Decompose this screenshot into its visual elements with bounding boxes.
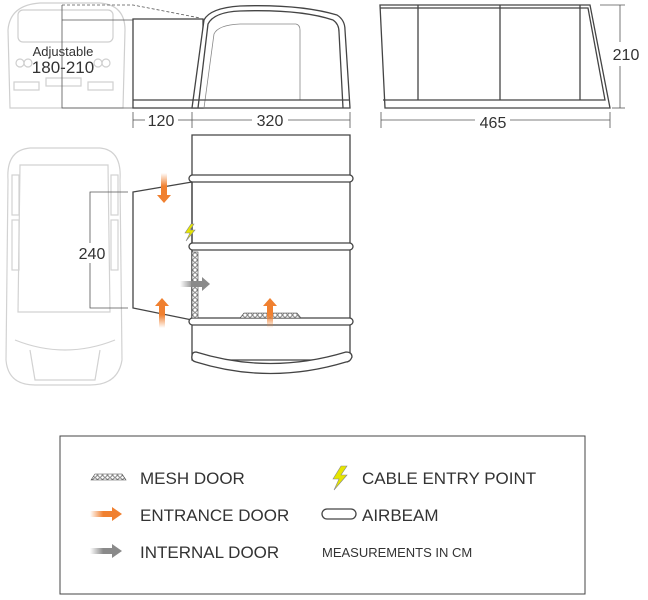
depth-dimension	[132, 112, 351, 128]
units-note: MEASUREMENTS IN CM	[322, 545, 472, 560]
legend-airbeam: AIRBEAM	[362, 506, 439, 525]
total-length-label: 465	[480, 115, 507, 132]
cable-entry-icon	[184, 223, 196, 242]
airbeam-icon	[321, 508, 357, 520]
internal-door-arrow	[180, 277, 210, 291]
airbeams	[188, 174, 354, 375]
legend-cable-entry: CABLE ENTRY POINT	[362, 469, 536, 488]
entrance-door-icon	[90, 507, 122, 521]
entrance-door-arrow	[157, 173, 171, 203]
legend-entrance-door: ENTRANCE DOOR	[140, 506, 289, 525]
van-top-view	[5, 147, 123, 386]
airbeam	[191, 351, 353, 375]
awning-depth-label: 120	[148, 113, 175, 130]
mesh-door-icon	[90, 473, 127, 481]
awning-width-label: 240	[79, 246, 106, 263]
tent-front-view	[191, 5, 351, 109]
height-dimension-lines	[61, 4, 201, 109]
tent-side-view	[379, 4, 611, 109]
tent-height-label: 210	[613, 47, 640, 64]
tent-depth-label: 320	[257, 113, 284, 130]
legend-mesh-door: MESH DOOR	[140, 469, 245, 488]
side-dimensions	[380, 4, 625, 128]
legend-internal-door: INTERNAL DOOR	[140, 543, 279, 562]
cable-entry-legend-icon	[332, 465, 348, 491]
internal-door-icon	[90, 544, 122, 558]
van-rear-view	[7, 2, 126, 109]
adjustable-height-value: 180-210	[32, 58, 94, 77]
dim-label-bg	[80, 243, 106, 263]
adjustable-label: Adjustable	[33, 44, 94, 59]
airbeam	[188, 242, 354, 251]
airbeam	[188, 174, 354, 183]
entrance-door-arrow	[263, 298, 277, 328]
awning-front-view	[132, 18, 204, 109]
entrance-door-arrow	[155, 298, 169, 328]
